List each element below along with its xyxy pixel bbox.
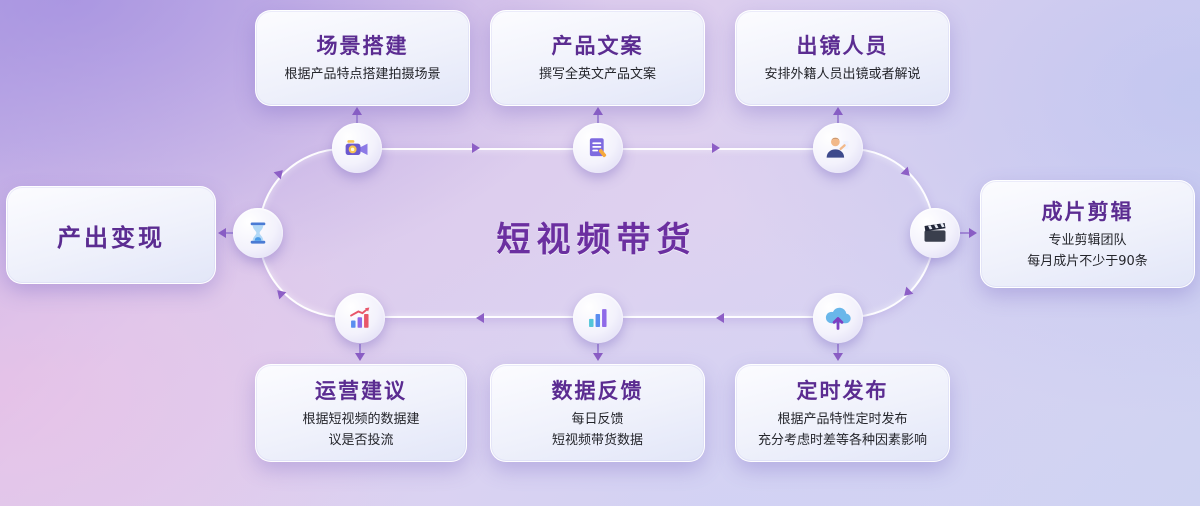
card-title: 场景搭建: [316, 34, 409, 59]
card-scene-setup: 场景搭建 根据产品特点搭建拍摄场景: [255, 10, 470, 106]
node-scene-setup: [332, 123, 382, 173]
flow-arrow: [476, 313, 484, 323]
connector-arrow: [593, 107, 603, 115]
connector-line: [359, 344, 361, 353]
card-final-editing: 成片剪辑 专业剪辑团队 每月成片不少于90条: [980, 180, 1195, 288]
card-title: 成片剪辑: [1041, 200, 1134, 225]
node-on-camera-talent: [813, 123, 863, 173]
connector-arrow: [833, 107, 843, 115]
card-title: 出镜人员: [796, 34, 889, 59]
card-title: 产品文案: [551, 34, 644, 59]
connector-line: [226, 232, 234, 234]
card-operations-advice: 运营建议 根据短视频的数据建 议是否投流: [255, 364, 467, 462]
card-desc: 专业剪辑团队 每月成片不少于90条: [1027, 231, 1148, 271]
connector-line: [837, 115, 839, 124]
card-desc-line: 议是否投流: [328, 432, 394, 448]
node-data-feedback: [573, 293, 623, 343]
camera-icon: [345, 140, 368, 155]
cloud-upload-icon: [825, 307, 851, 330]
connector-arrow: [355, 353, 365, 361]
card-desc: 根据产品特性定时发布 充分考虑时差等各种因素影响: [758, 410, 927, 450]
card-desc-line: 每日反馈: [571, 412, 624, 428]
node-final-editing: [910, 208, 960, 258]
hourglass-icon: [250, 222, 266, 244]
card-desc-line: 短视频带货数据: [551, 432, 643, 448]
flow-arrow: [716, 313, 724, 323]
card-scheduled-publishing: 定时发布 根据产品特性定时发布 充分考虑时差等各种因素影响: [735, 364, 950, 462]
card-product-copy: 产品文案 撰写全英文产品文案: [490, 10, 705, 106]
clapperboard-icon: [924, 222, 946, 242]
presenter-icon: [826, 137, 849, 158]
card-title: 定时发布: [796, 379, 889, 404]
card-on-camera-talent: 出镜人员 安排外籍人员出镜或者解说: [735, 10, 950, 106]
card-data-feedback: 数据反馈 每日反馈 短视频带货数据: [490, 364, 705, 462]
card-monetization: 产出变现: [6, 186, 216, 284]
connector-arrow: [833, 353, 843, 361]
card-desc-line: 充分考虑时差等各种因素影响: [757, 432, 927, 448]
node-operations-advice: [335, 293, 385, 343]
card-desc: 每日反馈 短视频带货数据: [552, 410, 643, 450]
connector-arrow: [969, 228, 977, 238]
node-product-copy: [573, 123, 623, 173]
flow-arrow: [472, 143, 480, 153]
connector-line: [837, 344, 839, 353]
connector-line: [597, 115, 599, 124]
card-title: 运营建议: [315, 379, 407, 404]
connector-line: [597, 344, 599, 353]
diagram-title: 短视频带货: [496, 220, 697, 260]
card-desc-line: 根据产品特点搭建拍摄场景: [284, 67, 441, 83]
connector-line: [960, 232, 969, 234]
connector-arrow: [218, 228, 226, 238]
document-pen-icon: [589, 138, 607, 158]
node-monetization: [233, 208, 283, 258]
card-desc-line: 每月成片不少于90条: [1027, 253, 1148, 269]
flow-arrow: [712, 143, 720, 153]
card-desc-line: 专业剪辑团队: [1048, 233, 1127, 249]
card-desc: 根据短视频的数据建 议是否投流: [302, 410, 419, 450]
card-desc-line: 撰写全英文产品文案: [538, 67, 656, 83]
card-desc-line: 安排外籍人员出镜或者解说: [764, 67, 921, 83]
card-desc-line: 根据短视频的数据建: [302, 412, 420, 428]
node-scheduled-publishing: [813, 293, 863, 343]
card-desc-line: 根据产品特性定时发布: [777, 412, 908, 428]
connector-line: [356, 115, 358, 124]
connector-arrow: [352, 107, 362, 115]
card-title: 数据反馈: [551, 379, 644, 404]
growth-chart-icon: [350, 307, 370, 328]
card-title: 产出变现: [57, 223, 165, 252]
bar-chart-icon: [589, 309, 607, 327]
connector-arrow: [593, 353, 603, 361]
